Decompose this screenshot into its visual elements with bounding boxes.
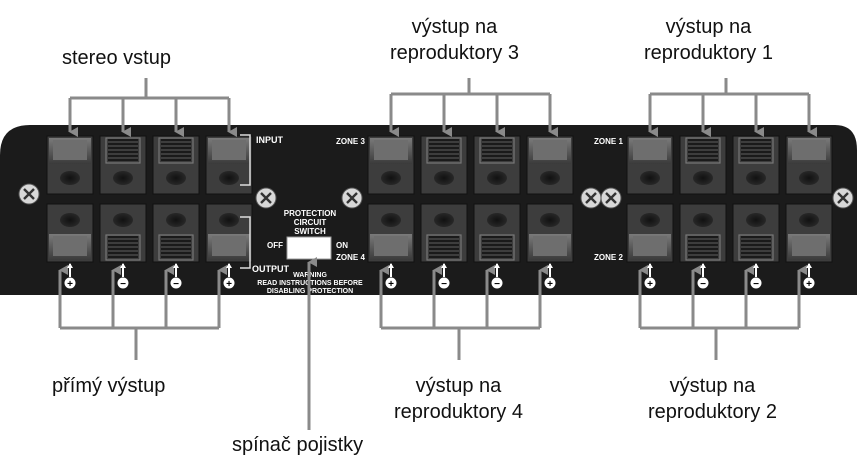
zone3-zone4-top-terminal-1[interactable] xyxy=(367,135,415,195)
mounting-screws xyxy=(18,183,854,209)
polarity-mark: + xyxy=(544,263,556,290)
screw-icon xyxy=(600,187,622,209)
polarity-mark: − xyxy=(170,263,182,290)
output-bracket xyxy=(240,216,251,269)
callout-protection-switch-text: spínač pojistky xyxy=(232,434,364,456)
callout-zone3-line2: reproduktory 3 xyxy=(390,42,519,64)
polarity-symbol: − xyxy=(441,279,447,290)
polarity-mark: + xyxy=(223,263,235,290)
input-label: INPUT xyxy=(256,135,284,145)
screw-icon xyxy=(832,187,854,209)
callout-protection-switch: spínač pojistky xyxy=(232,432,363,458)
callout-zone4-line2: reproduktory 4 xyxy=(394,401,523,423)
direct-output-leader xyxy=(58,265,227,360)
zone3-zone4-bottom-terminal-4[interactable] xyxy=(526,203,574,263)
zone2-label: ZONE 2 xyxy=(594,253,623,262)
zone2-leader xyxy=(638,265,807,360)
zone1-zone2-top-terminal-1[interactable] xyxy=(626,135,674,195)
callout-zone2-line1: výstup na xyxy=(669,375,756,397)
input-output-bottom-terminal-2[interactable] xyxy=(99,203,147,263)
polarity-symbol: + xyxy=(388,279,394,290)
polarity-symbol: − xyxy=(120,279,126,290)
callout-direct-output: přímý výstup xyxy=(52,373,165,399)
zone3-zone4-bottom-terminal-1[interactable] xyxy=(367,203,415,263)
callout-leaders xyxy=(58,78,817,360)
polarity-mark: − xyxy=(750,263,762,290)
zone3-zone4-top-terminal-4[interactable] xyxy=(526,135,574,195)
protection-title-1: PROTECTION xyxy=(284,209,337,218)
polarity-symbol: + xyxy=(547,279,553,290)
input-output-top-terminal-2[interactable] xyxy=(99,135,147,195)
polarity-symbol: + xyxy=(806,279,812,290)
polarity-mark: + xyxy=(644,263,656,290)
zone1-zone2-top-terminal-4[interactable] xyxy=(785,135,833,195)
polarity-mark: − xyxy=(697,263,709,290)
callout-zone2-output: výstup na reproduktory 2 xyxy=(648,373,777,425)
polarity-symbol: + xyxy=(647,279,653,290)
callout-stereo-input: stereo vstup xyxy=(62,45,171,71)
zone1-zone2-top-terminal-2[interactable] xyxy=(679,135,727,195)
callout-zone3-output: výstup na reproduktory 3 xyxy=(390,14,519,66)
zone3-zone4-top-terminal-2[interactable] xyxy=(420,135,468,195)
polarity-mark: − xyxy=(117,263,129,290)
callout-zone2-line2: reproduktory 2 xyxy=(648,401,777,423)
zone3-zone4-top-terminal-3[interactable] xyxy=(473,135,521,195)
zone1-zone2-top-terminal-3[interactable] xyxy=(732,135,780,195)
protection-switch[interactable] xyxy=(286,236,332,260)
zone3-zone4-bottom-terminal-3[interactable] xyxy=(473,203,521,263)
stereo-input-leader xyxy=(68,78,237,137)
callout-direct-output-text: přímý výstup xyxy=(52,375,166,397)
zone4-leader xyxy=(379,265,548,360)
zone1-label: ZONE 1 xyxy=(594,137,623,146)
polarity-mark: − xyxy=(491,263,503,290)
callout-zone1-line2: reproduktory 1 xyxy=(644,42,773,64)
callout-zone4-output: výstup na reproduktory 4 xyxy=(394,373,523,425)
zone1-zone2-bottom-terminal-1[interactable] xyxy=(626,203,674,263)
zone1-zone2-bottom-terminal-4[interactable] xyxy=(785,203,833,263)
terminal-groups xyxy=(46,135,833,263)
zone3-label: ZONE 3 xyxy=(336,137,365,146)
input-output-bottom-terminal-1[interactable] xyxy=(46,203,94,263)
input-bracket xyxy=(240,134,251,186)
input-output-bottom-terminal-4[interactable] xyxy=(205,203,253,263)
zone1-leader xyxy=(648,78,817,137)
zone4-label: ZONE 4 xyxy=(336,253,365,262)
callout-zone1-output: výstup na reproduktory 1 xyxy=(644,14,773,66)
protection-title-2: CIRCUIT xyxy=(294,218,327,227)
screw-icon xyxy=(18,183,40,205)
polarity-mark: + xyxy=(385,263,397,290)
polarity-symbol: − xyxy=(494,279,500,290)
protection-title-3: SWITCH xyxy=(294,227,326,236)
zone3-zone4-bottom-terminal-2[interactable] xyxy=(420,203,468,263)
screw-icon xyxy=(255,187,277,209)
polarity-marks: + − − + + − − + + − − + xyxy=(64,263,815,290)
zone1-zone2-bottom-terminal-2[interactable] xyxy=(679,203,727,263)
polarity-symbol: + xyxy=(67,279,73,290)
polarity-symbol: − xyxy=(753,279,759,290)
switch-off-label: OFF xyxy=(267,241,283,250)
input-output-bottom-terminal-3[interactable] xyxy=(152,203,200,263)
zone1-zone2-bottom-terminal-3[interactable] xyxy=(732,203,780,263)
polarity-mark: + xyxy=(803,263,815,290)
output-label: OUTPUT xyxy=(252,264,290,274)
screw-icon xyxy=(341,187,363,209)
callout-zone3-line1: výstup na xyxy=(411,16,498,38)
screw-icon xyxy=(580,187,602,209)
polarity-mark: − xyxy=(438,263,450,290)
input-output-top-terminal-1[interactable] xyxy=(46,135,94,195)
callout-zone4-line1: výstup na xyxy=(415,375,502,397)
polarity-symbol: − xyxy=(700,279,706,290)
switch-on-label: ON xyxy=(336,241,348,250)
polarity-symbol: + xyxy=(226,279,232,290)
callout-stereo-input-text: stereo vstup xyxy=(62,47,171,69)
polarity-mark: + xyxy=(64,263,76,290)
callout-zone1-line1: výstup na xyxy=(665,16,752,38)
polarity-symbol: − xyxy=(173,279,179,290)
input-output-top-terminal-3[interactable] xyxy=(152,135,200,195)
zone3-leader xyxy=(389,78,558,137)
